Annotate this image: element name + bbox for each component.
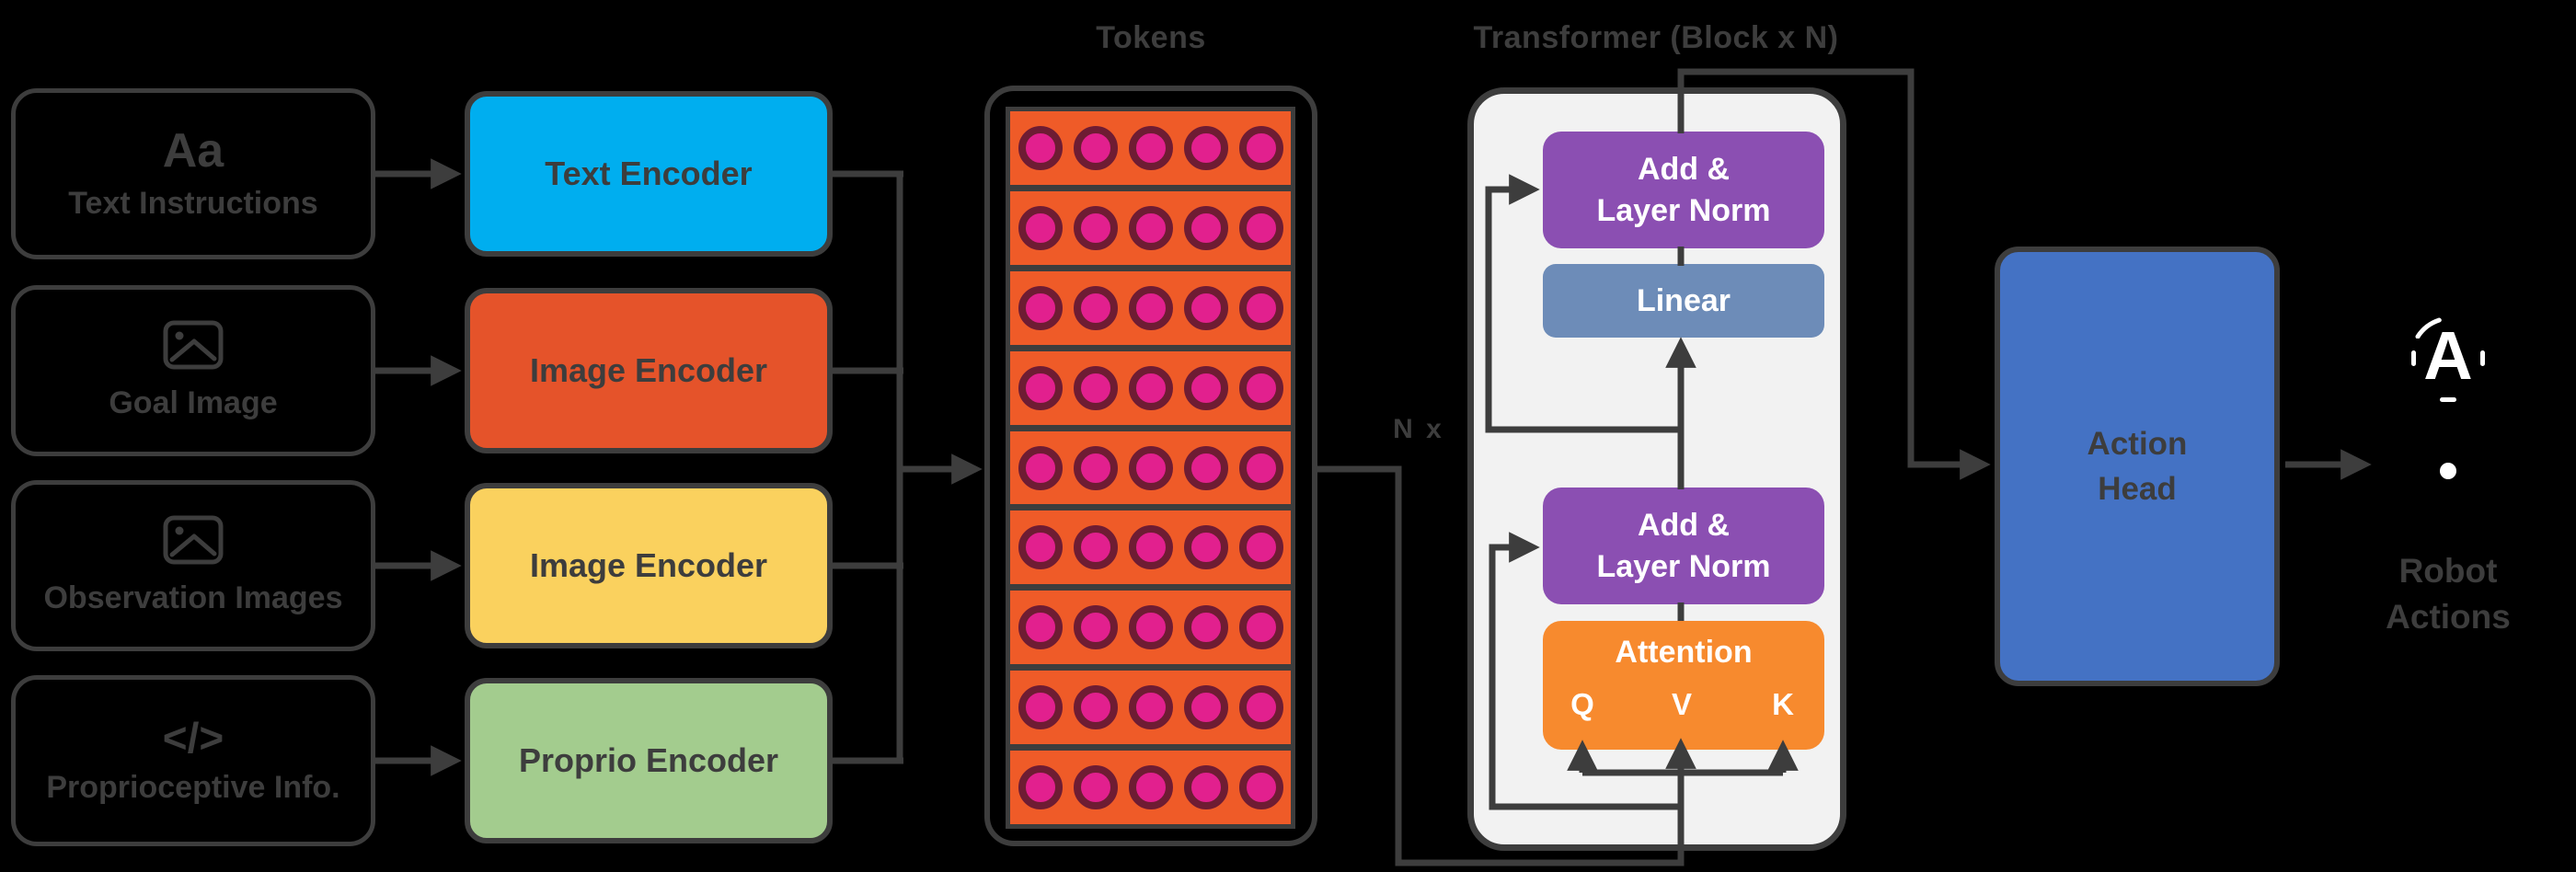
robot-ear-right xyxy=(2480,350,2485,366)
token-dot xyxy=(1128,125,1173,170)
token-row xyxy=(1010,671,1291,745)
token-dot xyxy=(1073,205,1118,250)
token-dot xyxy=(1238,765,1283,810)
token-dot xyxy=(1018,605,1063,650)
input-label: Observation Images xyxy=(43,580,343,615)
image-encoder-box-1: Image Encoder xyxy=(465,288,833,453)
token-dot xyxy=(1183,765,1228,810)
token-dot xyxy=(1073,365,1118,410)
input-label: Proprioceptive Info. xyxy=(46,769,340,805)
token-dot xyxy=(1183,685,1228,730)
token-dot xyxy=(1183,125,1228,170)
robot-icon: A xyxy=(2423,317,2473,394)
robot-chin-mark xyxy=(2440,397,2456,402)
image-icon xyxy=(163,515,224,569)
token-dot xyxy=(1073,685,1118,730)
token-dot xyxy=(1128,445,1173,490)
token-dot xyxy=(1238,605,1283,650)
linear-box: Linear xyxy=(1543,264,1824,338)
robot-body-dot xyxy=(2440,463,2456,479)
encoder-label: Proprio Encoder xyxy=(518,741,779,779)
token-row xyxy=(1010,430,1291,505)
token-dot xyxy=(1238,445,1283,490)
token-dot xyxy=(1238,525,1283,570)
attention-q-label: Q xyxy=(1570,687,1594,721)
token-dot xyxy=(1073,285,1118,330)
token-dot xyxy=(1238,365,1283,410)
token-dot xyxy=(1018,765,1063,810)
token-row xyxy=(1010,751,1291,825)
token-dot xyxy=(1183,445,1228,490)
action-head-box: Action Head xyxy=(1995,247,2280,686)
attention-label: Attention xyxy=(1615,635,1753,670)
encoder-label: Text Encoder xyxy=(545,155,753,192)
add-layer-norm-top-box: Add & Layer Norm xyxy=(1543,132,1824,248)
token-dot xyxy=(1073,525,1118,570)
token-dot xyxy=(1128,685,1173,730)
token-dot xyxy=(1018,365,1063,410)
token-row xyxy=(1010,190,1291,265)
token-dot xyxy=(1238,205,1283,250)
token-dot xyxy=(1183,605,1228,650)
tokens-title: Tokens xyxy=(1096,20,1206,55)
token-dot xyxy=(1018,125,1063,170)
transformer-title: Transformer (Block x N) xyxy=(1473,20,1839,55)
token-dot xyxy=(1128,765,1173,810)
token-dot xyxy=(1238,125,1283,170)
text-encoder-box: Text Encoder xyxy=(465,91,833,257)
input-text-instructions: Aa Text Instructions xyxy=(11,88,375,259)
input-label: Goal Image xyxy=(109,385,278,420)
n-x-label: N x xyxy=(1393,414,1444,444)
token-row xyxy=(1010,270,1291,345)
token-dot xyxy=(1018,445,1063,490)
token-row xyxy=(1010,111,1291,185)
token-dot xyxy=(1018,205,1063,250)
robot-ear-left xyxy=(2411,350,2416,366)
token-dot xyxy=(1018,685,1063,730)
token-dot xyxy=(1018,525,1063,570)
token-dot xyxy=(1128,205,1173,250)
text-icon: Aa xyxy=(162,123,224,178)
token-dot xyxy=(1183,285,1228,330)
add-layer-norm-bottom-box: Add & Layer Norm xyxy=(1543,488,1824,604)
input-observation-images: Observation Images xyxy=(11,480,375,651)
token-dot xyxy=(1128,285,1173,330)
attention-k-label: K xyxy=(1772,687,1794,721)
token-dot xyxy=(1238,285,1283,330)
token-grid xyxy=(1006,107,1295,829)
token-dot xyxy=(1073,765,1118,810)
token-dot xyxy=(1183,205,1228,250)
token-dot xyxy=(1018,285,1063,330)
input-proprioceptive-info: </> Proprioceptive Info. xyxy=(11,675,375,846)
token-dot xyxy=(1073,125,1118,170)
robot-head-arc xyxy=(2414,315,2458,343)
encoder-label: Image Encoder xyxy=(529,351,768,389)
token-dot xyxy=(1128,605,1173,650)
token-dot xyxy=(1183,365,1228,410)
token-row xyxy=(1010,350,1291,425)
proprio-encoder-box: Proprio Encoder xyxy=(465,678,833,843)
token-dot xyxy=(1073,605,1118,650)
input-label: Text Instructions xyxy=(68,185,318,221)
token-row xyxy=(1010,591,1291,665)
token-row xyxy=(1010,511,1291,585)
input-goal-image: Goal Image xyxy=(11,285,375,456)
encoder-label: Image Encoder xyxy=(529,546,768,584)
robot-actions-label: Robot Actions xyxy=(2386,552,2511,636)
token-dot xyxy=(1128,525,1173,570)
attention-box: Attention Q V K xyxy=(1543,621,1824,750)
token-dot xyxy=(1183,525,1228,570)
code-icon: </> xyxy=(162,713,224,762)
token-dot xyxy=(1238,685,1283,730)
token-dot xyxy=(1073,445,1118,490)
image-icon xyxy=(163,320,224,374)
image-encoder-box-2: Image Encoder xyxy=(465,483,833,648)
token-dot xyxy=(1128,365,1173,410)
attention-v-label: V xyxy=(1671,687,1693,721)
